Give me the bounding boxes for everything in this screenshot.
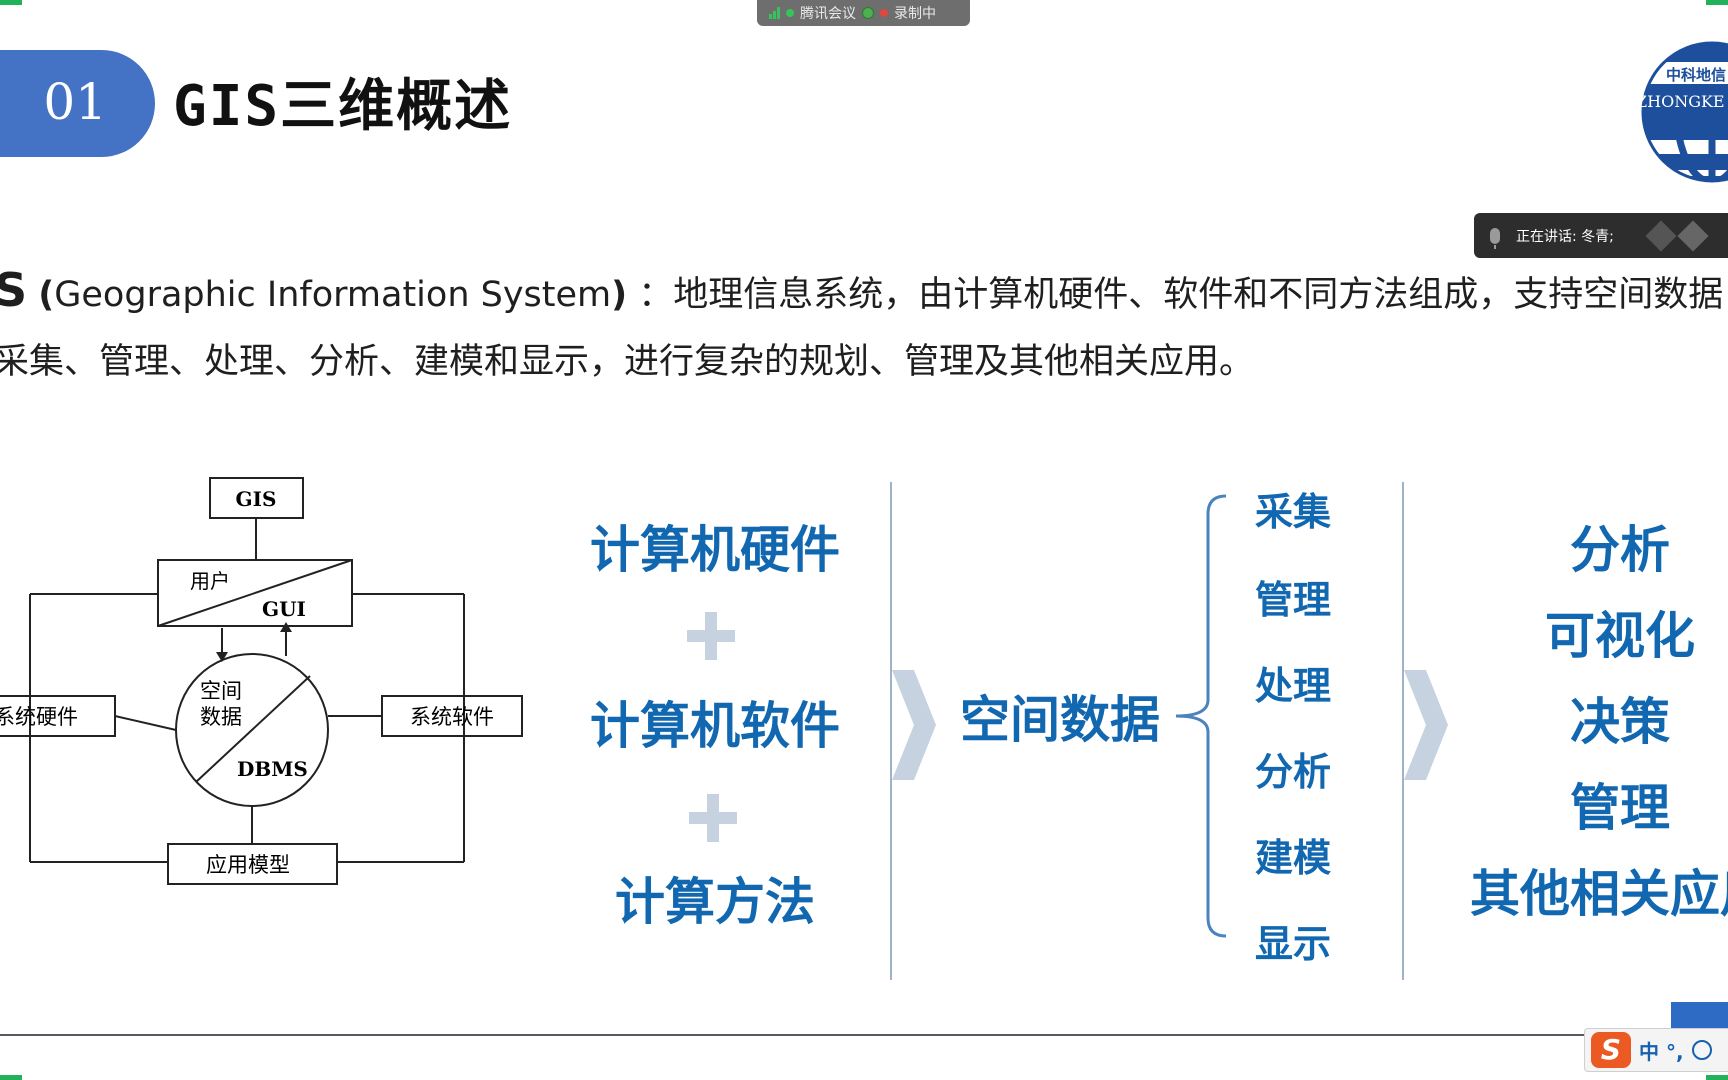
- logo-text-cn: 中科地信: [1666, 66, 1726, 84]
- operation-item: 管理: [1255, 578, 1332, 622]
- result-item: 其他相关应用: [1470, 865, 1728, 923]
- chevron-right-icon: [892, 670, 936, 780]
- section-number-badge: 01: [0, 50, 155, 157]
- ime-toolbar[interactable]: S 中 °,: [1584, 1028, 1728, 1072]
- diagram-hardware-box: [0, 695, 116, 737]
- record-icon: [880, 9, 888, 17]
- corner-marker-tl: [0, 0, 22, 5]
- spatial-data-label: 空间数据: [960, 691, 1160, 749]
- slide-footer-rule: [0, 1034, 1728, 1036]
- paren-open: (: [38, 275, 55, 315]
- definition-line-1: S (Geographic Information System) ：地理信息系…: [0, 266, 1723, 319]
- curly-brace: [1175, 494, 1227, 938]
- diagram-dbms-label: DBMS: [237, 757, 308, 781]
- ime-mode-label[interactable]: 中 °,: [1639, 1039, 1684, 1064]
- diagram-gui-label: GUI: [262, 597, 306, 621]
- gis-structure-diagram: GIS 用户 GUI 系统硬件 系统软件 空间 数据 DBMS 应用模型: [0, 477, 523, 885]
- diagram-spatial-label-2: 数据: [200, 705, 242, 729]
- network-status-icon: [786, 9, 794, 17]
- result-item: 分析: [1570, 521, 1670, 579]
- formula-item: 计算机软件: [590, 697, 840, 755]
- section-number: 01: [43, 73, 107, 131]
- definition-text-1: ：地理信息系统，由计算机硬件、软件和不同方法组成，支持空间数据: [638, 275, 1724, 315]
- emoji-icon[interactable]: [1691, 1040, 1712, 1060]
- operation-item: 显示: [1255, 922, 1332, 966]
- diagram-user-label: 用户: [190, 569, 230, 593]
- zhongke-globe-logo: 中科地信 ZHONGKE: [1636, 41, 1728, 183]
- corner-marker-tr: [1706, 0, 1728, 5]
- slide-title: GIS三维概述: [173, 74, 513, 139]
- microphone-icon: [1490, 227, 1500, 249]
- result-item: 可视化: [1545, 607, 1695, 665]
- operation-item: 分析: [1255, 750, 1332, 794]
- operation-item: 处理: [1255, 664, 1332, 708]
- avatar-shape-2: [1677, 219, 1709, 252]
- sogou-logo-icon[interactable]: S: [1591, 1032, 1631, 1068]
- result-item: 管理: [1570, 779, 1670, 837]
- definition-line-2: 采集、管理、处理、分析、建模和显示，进行复杂的规划、管理及其他相关应用。: [0, 342, 1255, 382]
- meeting-status-bar[interactable]: 腾讯会议 录制中: [757, 0, 970, 26]
- diagram-spatial-label-1: 空间: [200, 679, 242, 703]
- divider-line: [890, 482, 892, 980]
- corner-marker-bl: [0, 1075, 22, 1080]
- diagram-gis-label: GIS: [236, 487, 277, 511]
- signal-icon: [769, 7, 780, 19]
- diagram-model-label: 应用模型: [206, 853, 290, 877]
- operation-item: 采集: [1255, 490, 1332, 534]
- corner-marker-br: [1706, 1075, 1728, 1080]
- diagram-hardware-label: 系统硬件: [0, 705, 78, 729]
- chevron-right-icon: [1404, 670, 1448, 780]
- formula-item: 计算机硬件: [590, 521, 840, 579]
- avatar-shape: [1645, 219, 1677, 252]
- recording-label: 录制中: [894, 6, 936, 22]
- security-shield-icon: [862, 7, 874, 19]
- operation-item: 建模: [1255, 836, 1332, 880]
- logo-text-en: ZHONGKE: [1636, 92, 1725, 111]
- plus-icon: [689, 794, 737, 842]
- paren-close: ): [611, 275, 628, 315]
- divider-line: [1402, 482, 1404, 980]
- result-item: 决策: [1570, 693, 1670, 751]
- meeting-app-name: 腾讯会议: [800, 6, 856, 22]
- formula-item: 计算方法: [615, 873, 815, 931]
- speaking-label: 正在讲话: 冬青;: [1516, 228, 1614, 245]
- definition-term: S: [0, 263, 28, 317]
- diagram-model-box: [167, 843, 338, 885]
- definition-english: Geographic Information System: [54, 275, 612, 315]
- blue-tab[interactable]: [1671, 1002, 1728, 1032]
- plus-icon: [687, 612, 735, 660]
- diagram-software-label: 系统软件: [410, 705, 494, 729]
- speaking-indicator[interactable]: 正在讲话: 冬青;: [1474, 213, 1728, 258]
